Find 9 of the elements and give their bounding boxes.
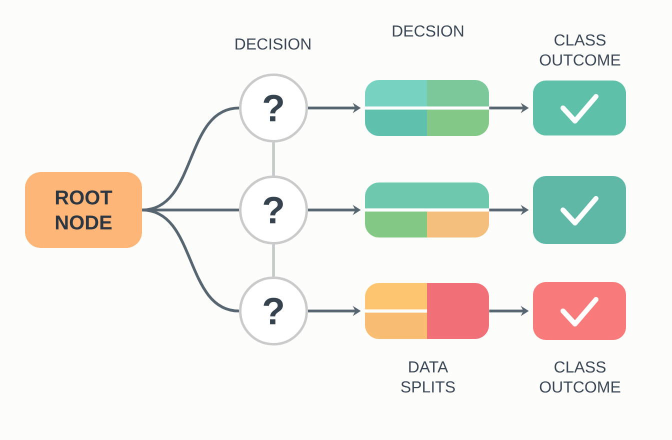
connector-line xyxy=(272,142,275,176)
split-bar xyxy=(365,182,489,238)
column-label: DECSION xyxy=(392,25,464,37)
split-bar xyxy=(365,80,489,136)
split-bar xyxy=(365,283,489,339)
root-node-box: ROOT NODE xyxy=(25,172,142,248)
connector-line xyxy=(142,208,240,312)
connector-line xyxy=(272,244,275,276)
connector-line xyxy=(142,208,239,212)
